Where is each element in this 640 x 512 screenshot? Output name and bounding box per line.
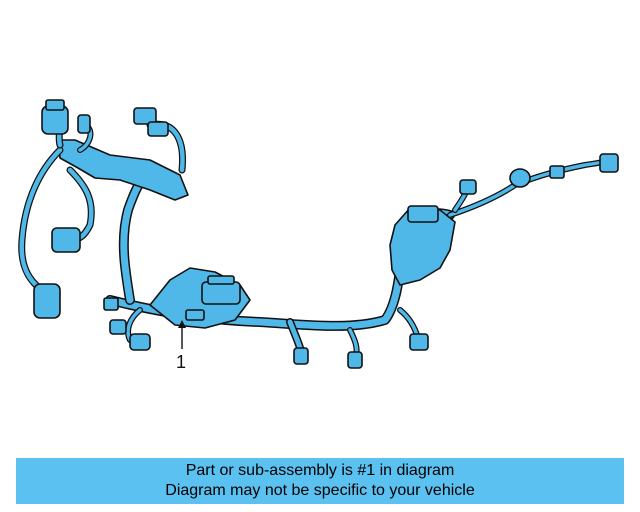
top-left-connectors (33, 99, 169, 319)
center-relay-box (201, 275, 241, 305)
lower-left-connectors (103, 297, 205, 351)
lower-drop-branches (286, 307, 429, 369)
banner-line-1: Part or sub-assembly is #1 in diagram (185, 462, 455, 479)
info-banner: Part or sub-assembly is #1 in diagram Di… (16, 458, 624, 504)
wiring-harness-diagram: .wire { fill: none; stroke: #111; stroke… (18, 99, 619, 369)
top-left-harness-block (57, 139, 189, 201)
right-upper-wires (447, 153, 619, 218)
callout-arrowhead (178, 320, 186, 328)
banner-line-2: Diagram may not be specific to your vehi… (165, 482, 475, 499)
callout-number: 1 (176, 352, 187, 372)
right-harness-clip (407, 205, 439, 223)
top-left-wire-loops (18, 116, 187, 294)
